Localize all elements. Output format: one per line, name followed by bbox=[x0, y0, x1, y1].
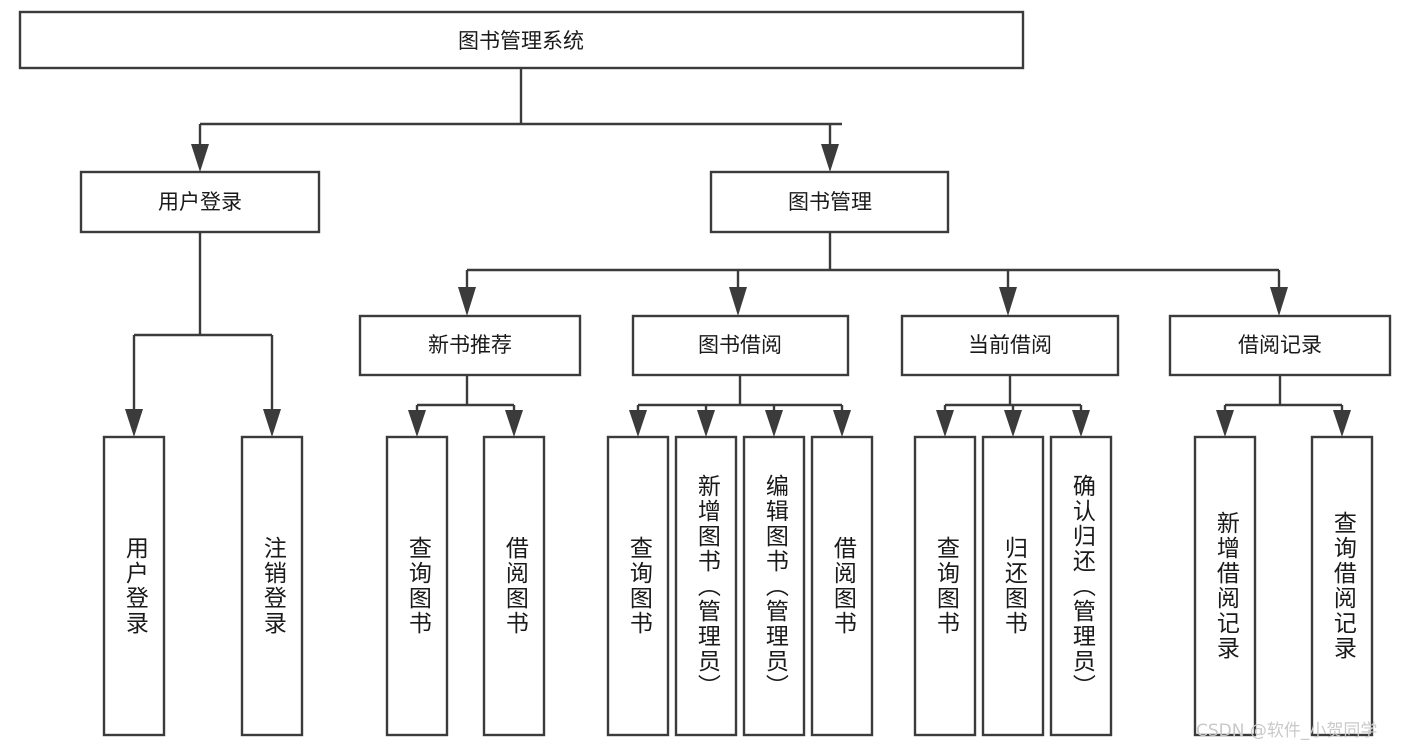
leaf-label-query-borrow-record: 查询借阅记录 bbox=[1329, 511, 1356, 661]
leaf-box-query-book-rec[interactable] bbox=[385, 435, 449, 737]
node-new-book-recommend[interactable]: 新书推荐 bbox=[358, 314, 582, 377]
connector-records-to-leaves bbox=[1216, 375, 1351, 437]
leaf-box-user-login[interactable] bbox=[102, 435, 166, 737]
node-current-borrow-box[interactable] bbox=[900, 314, 1120, 377]
leaf-label-query-book-current: 查询图书 bbox=[932, 536, 959, 636]
node-root-box[interactable] bbox=[18, 10, 1025, 70]
leaf-label-return-book: 归还图书 bbox=[1000, 536, 1027, 636]
leaf-box-borrow-book-rec[interactable] bbox=[482, 435, 546, 737]
arrow-head-icon bbox=[629, 410, 647, 437]
leaf-box-borrow-book[interactable] bbox=[810, 435, 874, 737]
leaf-box-logout[interactable] bbox=[240, 435, 304, 737]
node-root[interactable]: 图书管理系统 bbox=[18, 10, 1025, 70]
leaf-label-query-book-borrow: 查询图书 bbox=[625, 536, 652, 636]
arrow-head-icon bbox=[697, 410, 715, 437]
node-book-management-label: 图书管理 bbox=[788, 190, 872, 214]
connector-userlogin-to-leaves bbox=[125, 232, 281, 437]
node-new-book-recommend-box[interactable] bbox=[358, 314, 582, 377]
leaf-boxes bbox=[102, 435, 1374, 737]
connector-bookmgmt-to-level2 bbox=[458, 232, 1288, 316]
node-book-borrow-box[interactable] bbox=[631, 314, 850, 377]
node-root-label: 图书管理系统 bbox=[458, 29, 584, 53]
leaf-box-query-borrow-record[interactable] bbox=[1310, 435, 1374, 737]
arrow-head-icon bbox=[729, 287, 747, 316]
arrow-head-icon bbox=[263, 409, 281, 437]
connector-root-to-level1 bbox=[191, 68, 842, 172]
connector-current-to-leaves bbox=[936, 375, 1090, 437]
leaf-label-add-borrow-record: 新增借阅记录 bbox=[1212, 511, 1239, 661]
leaf-box-confirm-return-admin[interactable] bbox=[1049, 435, 1113, 737]
arrow-head-icon bbox=[1072, 410, 1090, 437]
node-borrow-records-label: 借阅记录 bbox=[1238, 333, 1322, 357]
arrow-head-icon bbox=[458, 287, 476, 316]
node-user-login-label: 用户登录 bbox=[158, 190, 242, 214]
node-book-borrow[interactable]: 图书借阅 bbox=[631, 314, 850, 377]
leaf-box-add-borrow-record[interactable] bbox=[1193, 435, 1257, 737]
node-book-management-box[interactable] bbox=[709, 170, 950, 234]
leaf-box-add-book-admin[interactable] bbox=[674, 435, 738, 737]
leaf-label-edit-book-admin: 编辑图书（管理员） bbox=[761, 473, 788, 699]
arrow-head-icon bbox=[125, 409, 143, 437]
arrow-head-icon bbox=[1333, 410, 1351, 437]
node-book-management[interactable]: 图书管理 bbox=[709, 170, 950, 234]
connector-borrow-to-leaves bbox=[629, 375, 851, 437]
arrow-head-icon bbox=[1270, 287, 1288, 316]
arrow-head-icon bbox=[833, 410, 851, 437]
leaf-box-query-book-current[interactable] bbox=[913, 435, 977, 737]
leaf-label-query-book-rec: 查询图书 bbox=[404, 536, 431, 636]
node-current-borrow[interactable]: 当前借阅 bbox=[900, 314, 1120, 377]
csdn-watermark: CSDN @软件_小贺同学 bbox=[1196, 721, 1378, 741]
node-borrow-records[interactable]: 借阅记录 bbox=[1168, 314, 1392, 377]
node-user-login[interactable]: 用户登录 bbox=[79, 170, 321, 234]
arrow-head-icon bbox=[999, 287, 1017, 316]
leaf-label-user-login: 用户登录 bbox=[121, 536, 148, 636]
leaf-label-logout: 注销登录 bbox=[259, 536, 286, 636]
arrow-head-icon bbox=[408, 410, 426, 437]
connector-newbook-to-leaves bbox=[408, 375, 523, 437]
arrow-head-icon bbox=[505, 410, 523, 437]
node-book-borrow-label: 图书借阅 bbox=[698, 333, 782, 357]
arrow-head-icon bbox=[765, 410, 783, 437]
leaf-box-return-book[interactable] bbox=[981, 435, 1045, 737]
node-new-book-recommend-label: 新书推荐 bbox=[428, 333, 512, 357]
leaf-box-query-book-borrow[interactable] bbox=[606, 435, 670, 737]
leaf-label-confirm-return-admin: 确认归还（管理员） bbox=[1068, 473, 1095, 699]
leaf-label-borrow-book-rec: 借阅图书 bbox=[501, 536, 528, 636]
leaf-box-edit-book-admin[interactable] bbox=[742, 435, 806, 737]
leaf-label-add-book-admin: 新增图书（管理员） bbox=[693, 473, 720, 699]
leaf-label-borrow-book: 借阅图书 bbox=[829, 536, 856, 636]
node-current-borrow-label: 当前借阅 bbox=[968, 333, 1052, 357]
arrow-head-icon bbox=[936, 410, 954, 437]
arrow-head-icon bbox=[191, 144, 209, 172]
arrow-head-icon bbox=[1216, 410, 1234, 437]
node-user-login-box[interactable] bbox=[79, 170, 321, 234]
node-borrow-records-box[interactable] bbox=[1168, 314, 1392, 377]
arrow-head-icon bbox=[821, 144, 839, 172]
arrow-head-icon bbox=[1004, 410, 1022, 437]
